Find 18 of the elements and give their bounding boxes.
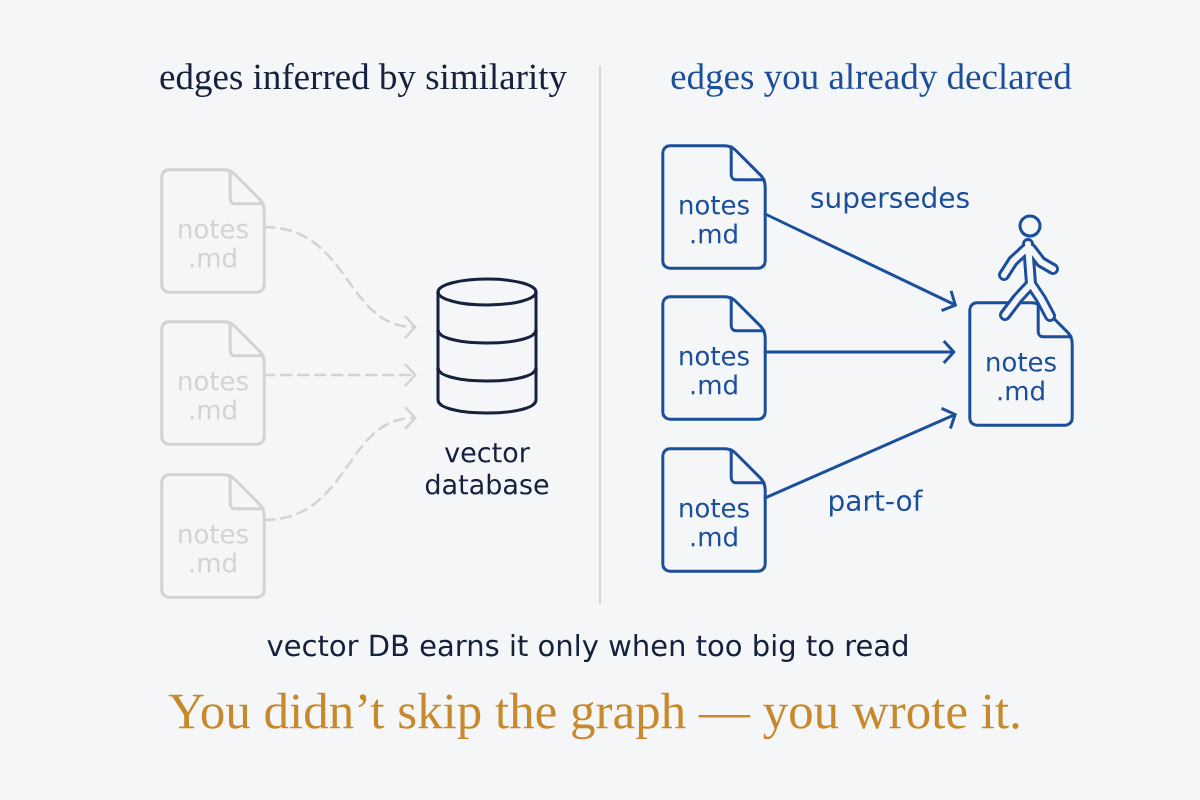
database-cylinder: vector database xyxy=(425,277,549,495)
arrow xyxy=(763,407,957,500)
document-box: notes .md xyxy=(968,301,1074,427)
dashed-arrow xyxy=(262,225,417,339)
dashed-arrow xyxy=(262,363,417,387)
dashed-arrow xyxy=(262,406,417,522)
edge-label: part-of xyxy=(825,487,925,519)
document-box: notes .md xyxy=(661,144,767,270)
edge-label: supersedes xyxy=(807,184,973,216)
note-text: vector DB earns it only when too big to read xyxy=(267,633,907,663)
heading: edges you already declared xyxy=(671,63,1072,97)
arrow xyxy=(763,340,956,364)
arrow xyxy=(763,212,958,313)
caption: You didn’t skip the graph — you wrote it. xyxy=(168,692,1019,740)
heading: edges inferred by similarity xyxy=(160,63,567,97)
document-box: notes .md xyxy=(661,295,767,421)
node-label: vector database xyxy=(425,443,549,495)
document-box: notes .md xyxy=(661,447,767,573)
